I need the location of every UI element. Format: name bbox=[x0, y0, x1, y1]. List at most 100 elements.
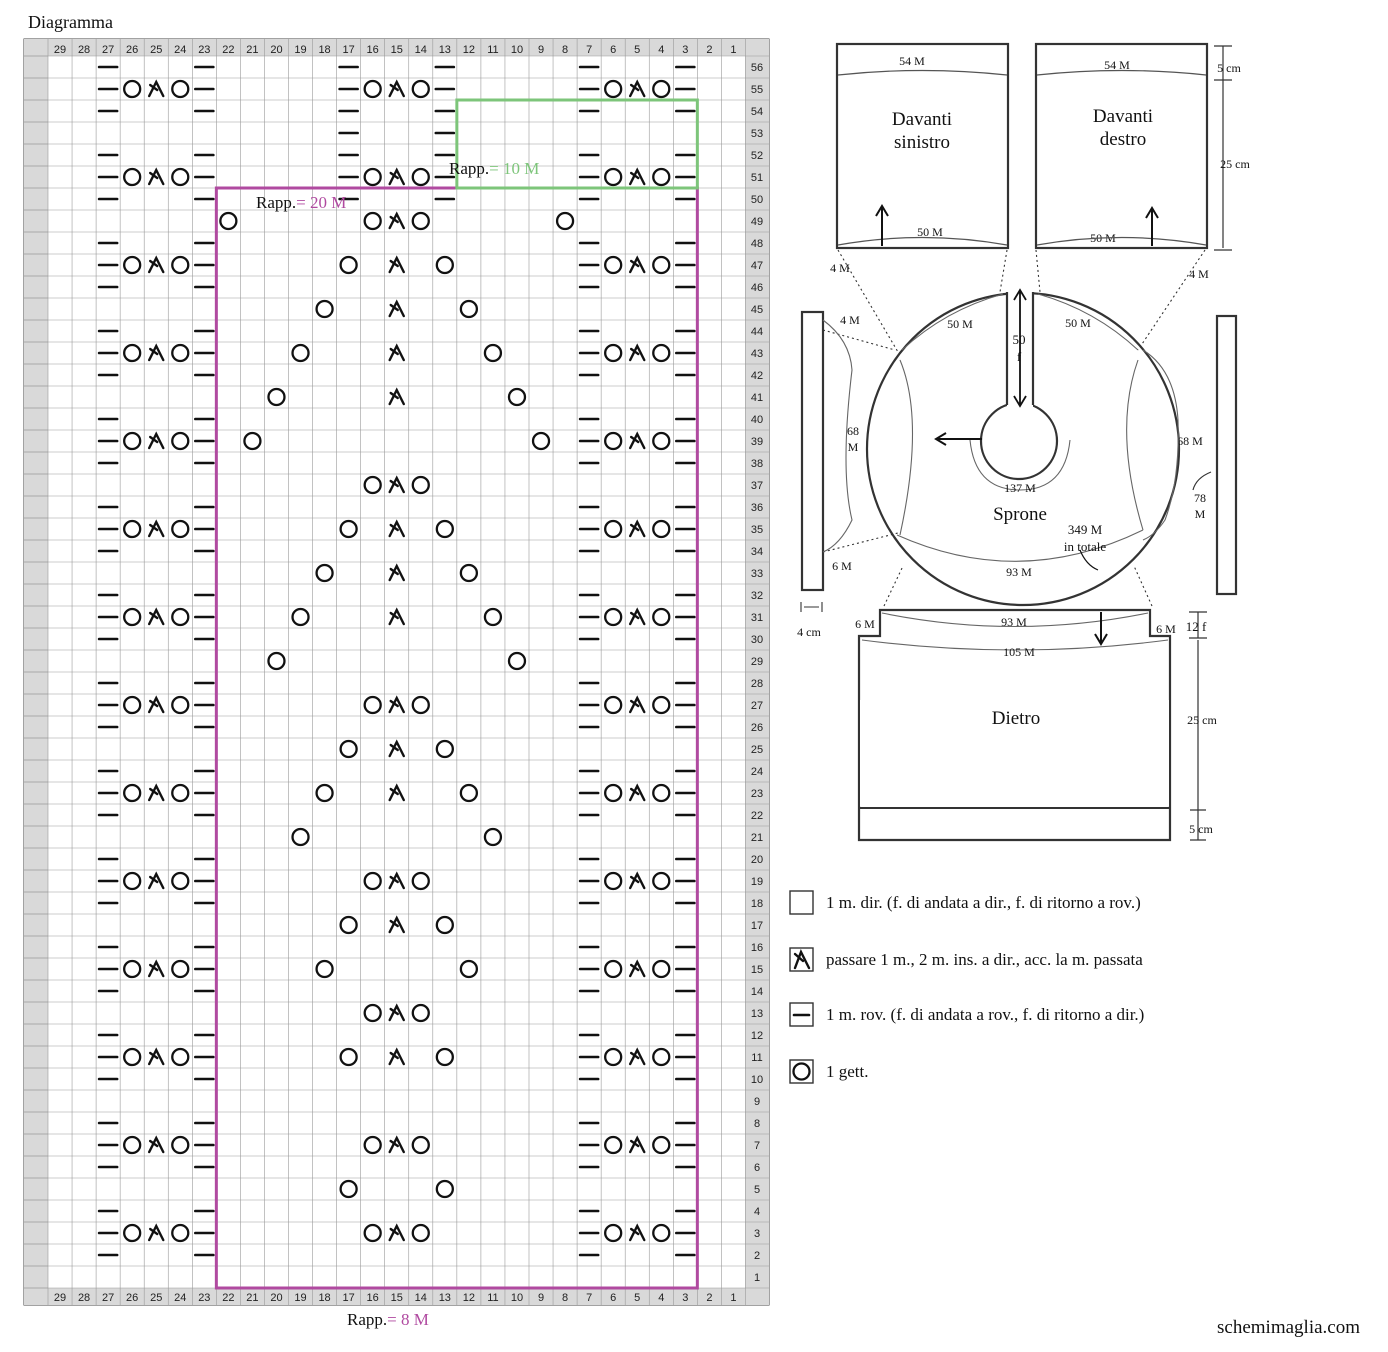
row-number: 26 bbox=[751, 722, 763, 734]
yarnover-mark bbox=[171, 695, 190, 715]
col-number-top: 25 bbox=[150, 44, 162, 56]
back-6m-left: 6 M bbox=[855, 617, 875, 631]
decrease-mark bbox=[388, 695, 405, 714]
decrease-mark bbox=[388, 1223, 405, 1242]
repeat-label-bottom-value: = 8 M bbox=[387, 1310, 429, 1329]
yarnover-mark bbox=[483, 343, 503, 363]
decrease-mark bbox=[388, 387, 405, 406]
col-number-top: 12 bbox=[463, 44, 475, 56]
front-hem-lines bbox=[837, 236, 1207, 246]
yarnover-mark bbox=[171, 431, 190, 451]
yarnover-mark bbox=[652, 1135, 671, 1155]
col-number-top: 14 bbox=[415, 44, 427, 56]
front-height-dim bbox=[1214, 45, 1232, 251]
yarnover-mark bbox=[123, 255, 142, 275]
row-number: 50 bbox=[751, 194, 763, 206]
neck-stitches: 137 M bbox=[1004, 481, 1036, 495]
col-number-top: 3 bbox=[682, 44, 688, 56]
left-front-piece bbox=[835, 42, 1010, 250]
col-number-top: 7 bbox=[586, 44, 592, 56]
yarnover-mark bbox=[123, 1223, 142, 1243]
yarnover-mark bbox=[652, 871, 671, 891]
chart-grid bbox=[24, 39, 769, 1305]
right-front-top-width: 54 M bbox=[1104, 58, 1130, 72]
yarnover-mark bbox=[363, 1003, 382, 1023]
row-number: 10 bbox=[751, 1074, 763, 1086]
row-number: 3 bbox=[754, 1228, 760, 1240]
yarnover-mark bbox=[604, 167, 623, 187]
yarnover-mark bbox=[267, 651, 286, 671]
row-number: 5 bbox=[754, 1184, 760, 1196]
right-front-4m: 4 M bbox=[1189, 267, 1209, 281]
col-number-top: 5 bbox=[634, 44, 640, 56]
yarnover-mark bbox=[459, 299, 479, 319]
col-number-bottom: 7 bbox=[586, 1292, 592, 1304]
yarnover-mark bbox=[531, 431, 551, 451]
left-front-title: Davanti bbox=[892, 109, 952, 130]
decrease-mark bbox=[148, 167, 165, 186]
left-front-bottom-width: 50 M bbox=[917, 225, 943, 239]
decrease-mark bbox=[148, 255, 165, 274]
yarnover-mark bbox=[123, 607, 142, 627]
watermark: schemimaglia.com bbox=[1217, 1317, 1360, 1338]
row-number: 21 bbox=[751, 832, 763, 844]
yoke-direction-arrow bbox=[934, 432, 982, 446]
col-number-bottom: 21 bbox=[246, 1292, 258, 1304]
col-number-top: 4 bbox=[658, 44, 664, 56]
back-title: Dietro bbox=[992, 708, 1041, 729]
back-height-dim bbox=[1189, 611, 1207, 841]
decrease-mark bbox=[148, 519, 165, 538]
yarnover-mark bbox=[123, 519, 142, 539]
yarnover-mark bbox=[339, 255, 358, 275]
yoke-section-lines bbox=[896, 293, 1144, 562]
yarnover-mark bbox=[507, 387, 527, 407]
decrease-mark bbox=[148, 695, 165, 714]
col-number-bottom: 10 bbox=[511, 1292, 523, 1304]
decrease-mark bbox=[629, 1047, 646, 1066]
back-height: 25 cm bbox=[1187, 713, 1217, 727]
legend-symbol-knit bbox=[789, 890, 814, 915]
left-front-title: sinistro bbox=[894, 132, 950, 153]
col-number-top: 10 bbox=[511, 44, 523, 56]
decrease-mark bbox=[148, 79, 165, 98]
bottom-number-strip bbox=[24, 1288, 769, 1305]
yarnover-mark bbox=[363, 79, 382, 99]
yarnover-mark bbox=[604, 1135, 623, 1155]
row-number: 30 bbox=[751, 634, 763, 646]
row-number: 14 bbox=[751, 986, 763, 998]
right-front-title: destro bbox=[1100, 129, 1146, 150]
col-number-bottom: 12 bbox=[463, 1292, 475, 1304]
decrease-mark bbox=[388, 739, 405, 758]
row-number: 8 bbox=[754, 1118, 760, 1130]
yarnover-mark bbox=[315, 563, 334, 583]
yoke-sleeve-right: 68 M bbox=[1177, 434, 1203, 448]
top-number-strip bbox=[24, 39, 769, 56]
col-number-top: 19 bbox=[294, 44, 306, 56]
row-number: 42 bbox=[751, 370, 763, 382]
row-number: 54 bbox=[751, 106, 763, 118]
row-number: 27 bbox=[751, 700, 763, 712]
col-number-top: 11 bbox=[487, 44, 498, 56]
yarnover-mark bbox=[435, 255, 454, 275]
yarnover-mark bbox=[411, 211, 430, 231]
repeat-label-magenta: Rapp.= 20 M bbox=[256, 193, 346, 212]
yarnover-mark bbox=[652, 255, 671, 275]
row-number: 13 bbox=[751, 1008, 763, 1020]
yarnover-mark bbox=[363, 871, 382, 891]
row-number: 2 bbox=[754, 1250, 760, 1262]
col-number-top: 20 bbox=[270, 44, 282, 56]
right-front-piece bbox=[1034, 42, 1209, 250]
back-width: 105 M bbox=[1003, 645, 1035, 659]
yarnover-mark bbox=[483, 827, 503, 847]
yarnover-mark bbox=[123, 1047, 142, 1067]
left-sleeve-band bbox=[800, 310, 825, 592]
right-sleeve-band bbox=[1215, 314, 1238, 596]
yarnover-mark bbox=[604, 431, 623, 451]
decrease-mark bbox=[148, 1223, 165, 1242]
row-number: 11 bbox=[751, 1052, 762, 1064]
sleeve-band-width: 4 cm bbox=[797, 625, 821, 639]
col-number-bottom: 14 bbox=[415, 1292, 427, 1304]
yarnover-mark bbox=[604, 871, 623, 891]
decrease-mark bbox=[148, 959, 165, 978]
yarnover-mark bbox=[435, 519, 454, 539]
